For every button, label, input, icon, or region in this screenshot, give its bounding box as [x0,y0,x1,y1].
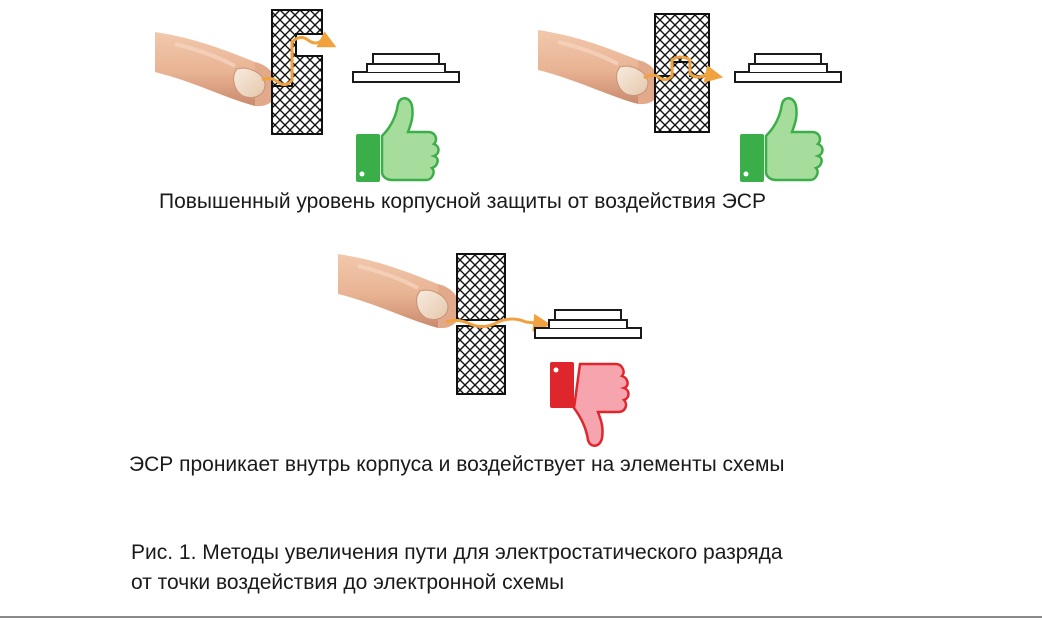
groove-barrier [654,13,710,133]
figure-caption: Рис. 1. Методы увеличения пути для элект… [131,538,783,598]
bottom-divider [0,616,1042,618]
panel-straight-gap [336,252,642,448]
maze-barrier [271,9,323,135]
esd-arc [445,313,552,332]
caption-protected: Повышенный уровень корпусной защиты от в… [159,190,766,213]
finger-icon [336,252,463,331]
esd-arc [261,31,337,87]
split-barrier [456,253,506,395]
panel-maze [153,9,460,184]
chip-icon [534,309,642,339]
esd-arc [643,55,724,83]
thumbs-down-icon [548,360,630,448]
figure-caption-line2: от точки воздействия до электронной схем… [131,571,565,594]
chip-icon [734,53,842,83]
finger-icon [536,28,663,107]
finger-icon [153,30,280,109]
chip-icon [352,53,460,83]
panel-tongue-groove [536,13,842,184]
figure-caption-line1: Рис. 1. Методы увеличения пути для элект… [131,541,783,564]
caption-penetrates: ЭСР проникает внутрь корпуса и воздейств… [129,453,785,476]
thumbs-up-icon [354,96,440,184]
thumbs-up-icon [738,96,824,184]
